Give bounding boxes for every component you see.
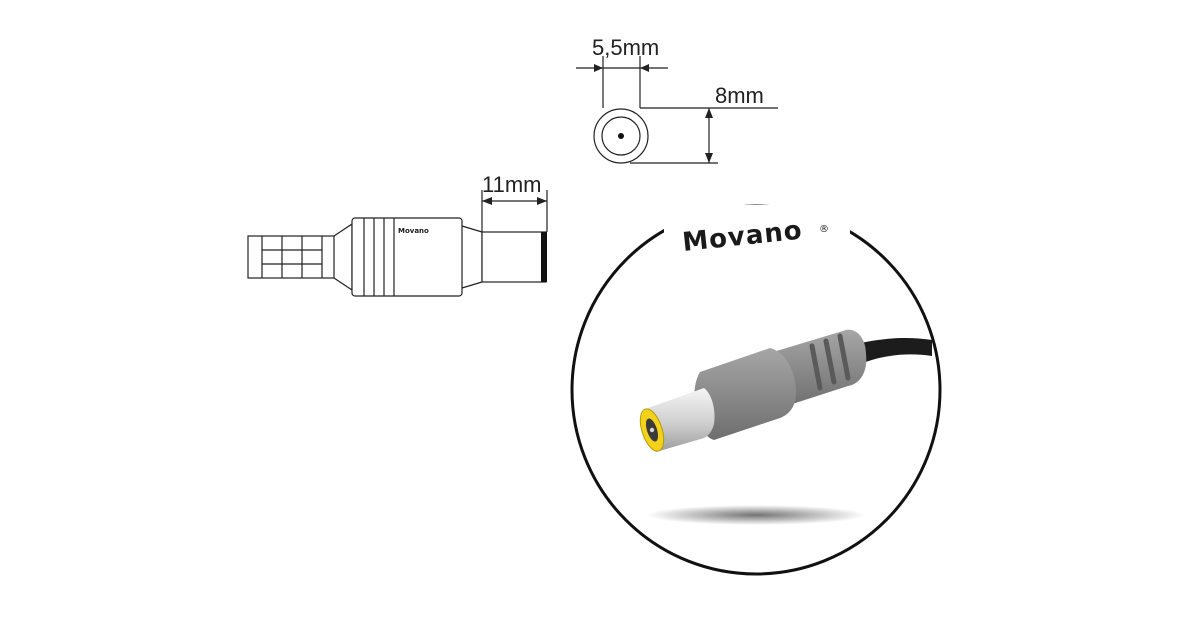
plug-tip [481,231,547,283]
cable [848,338,932,364]
arrow-right-icon [640,64,649,72]
tip-length-label: 11mm [482,172,542,197]
product-shadow [646,505,866,525]
outer-circle [593,108,649,164]
svg-text:Movano: Movano [398,227,429,235]
plug-photo [639,329,932,452]
center-pin [618,133,624,139]
end-view-drawing [576,56,778,164]
plug-body [351,217,463,297]
strain-relief [247,235,335,279]
logo-gap [664,205,850,245]
side-view-drawing [247,190,548,297]
arrow-down-icon [705,153,713,163]
ridges [809,333,851,391]
outer-diameter-label: 8mm [715,83,764,108]
tip-end [541,232,547,282]
inner-diameter-label: 5,5mm [592,35,659,60]
arrow-up-icon [705,108,713,118]
photo-body [694,348,796,440]
arrow-tip-left-icon [482,197,492,205]
svg-text:®: ® [819,224,829,235]
center-pin-photo [649,427,655,433]
plug-brand-logo: Movano [398,227,429,235]
taper [333,222,353,292]
arrow-tip-right-icon [537,197,547,205]
photo-metal-tip [648,388,715,452]
inner-circle [601,116,641,156]
arrow-left-icon [594,64,603,72]
plug-neck [461,225,483,289]
